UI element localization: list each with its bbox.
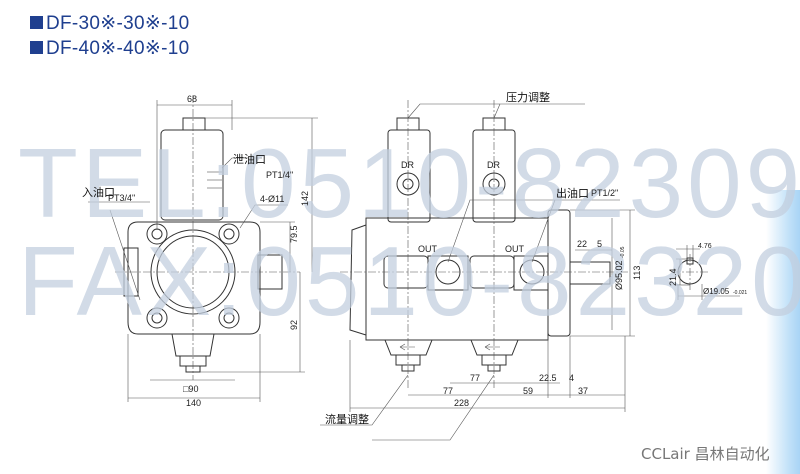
watermark-tel: TEL:0510-82309771 <box>18 128 800 238</box>
dim-59: 59 <box>523 386 533 396</box>
dim-square-90: □90 <box>183 384 198 394</box>
dim-shaft-diameter: Ø19.05 <box>703 287 730 296</box>
model-title-text: DF-30※-30※-10 <box>46 13 190 34</box>
outlet-thread-label: PT1/2" <box>591 188 618 198</box>
out-label-2: OUT <box>505 244 525 254</box>
mount-holes-label: 4-Ø11 <box>260 194 284 204</box>
out-label-1: OUT <box>418 244 438 254</box>
dim-79-5: 79.5 <box>289 225 299 243</box>
shaft-section <box>672 245 740 300</box>
dim-pilot-diameter: Ø95.02 <box>614 260 624 290</box>
dim-77a: 77 <box>470 373 480 383</box>
edge-gradient <box>766 190 800 474</box>
pressure-adjust-label: 压力调整 <box>506 90 550 104</box>
dim-37: 37 <box>578 386 588 396</box>
dim-shaft-tolerance: -0.021 <box>733 290 747 296</box>
model-title-2: DF-40※-40※-10 <box>30 37 189 60</box>
dim-92: 92 <box>289 320 299 330</box>
side-view <box>88 95 318 402</box>
inlet-thread-label: PT3/4" <box>108 193 135 203</box>
dim-68: 68 <box>187 94 197 104</box>
dim-22-5: 22.5 <box>539 373 557 383</box>
dr-label-1: DR <box>401 160 414 170</box>
outlet-port-label: 出油口 <box>556 186 589 200</box>
bullet-square-icon <box>30 41 43 54</box>
dim-4: 4 <box>569 373 574 383</box>
dim-pilot-tolerance: -0.05 <box>620 246 626 258</box>
inlet-port-label: 入油口 <box>82 185 115 199</box>
front-view <box>320 100 635 441</box>
bullet-square-icon <box>30 16 43 29</box>
dim-140: 140 <box>186 398 201 408</box>
flow-adjust-label: 流量调整 <box>325 412 369 426</box>
dim-key-height: 21.4 <box>668 268 678 286</box>
dim-key-width: 4.76 <box>698 243 712 250</box>
dim-key-length: 22 <box>577 239 587 249</box>
drain-port-label: 泄油口 <box>233 152 266 166</box>
dr-label-2: DR <box>487 160 500 170</box>
dim-228: 228 <box>454 398 469 408</box>
watermark-fax: FAX:0510-82320771 <box>18 226 800 336</box>
brand-watermark: CCLair 昌林自动化 <box>641 445 770 463</box>
model-title-text: DF-40※-40※-10 <box>46 38 190 59</box>
drain-thread-label: PT1/4" <box>266 170 293 180</box>
dim-77b: 77 <box>443 386 453 396</box>
dim-113: 113 <box>632 266 642 280</box>
model-title-1: DF-30※-30※-10 <box>30 12 189 35</box>
dim-key-offset: 5 <box>597 239 602 249</box>
dim-142: 142 <box>300 191 310 206</box>
